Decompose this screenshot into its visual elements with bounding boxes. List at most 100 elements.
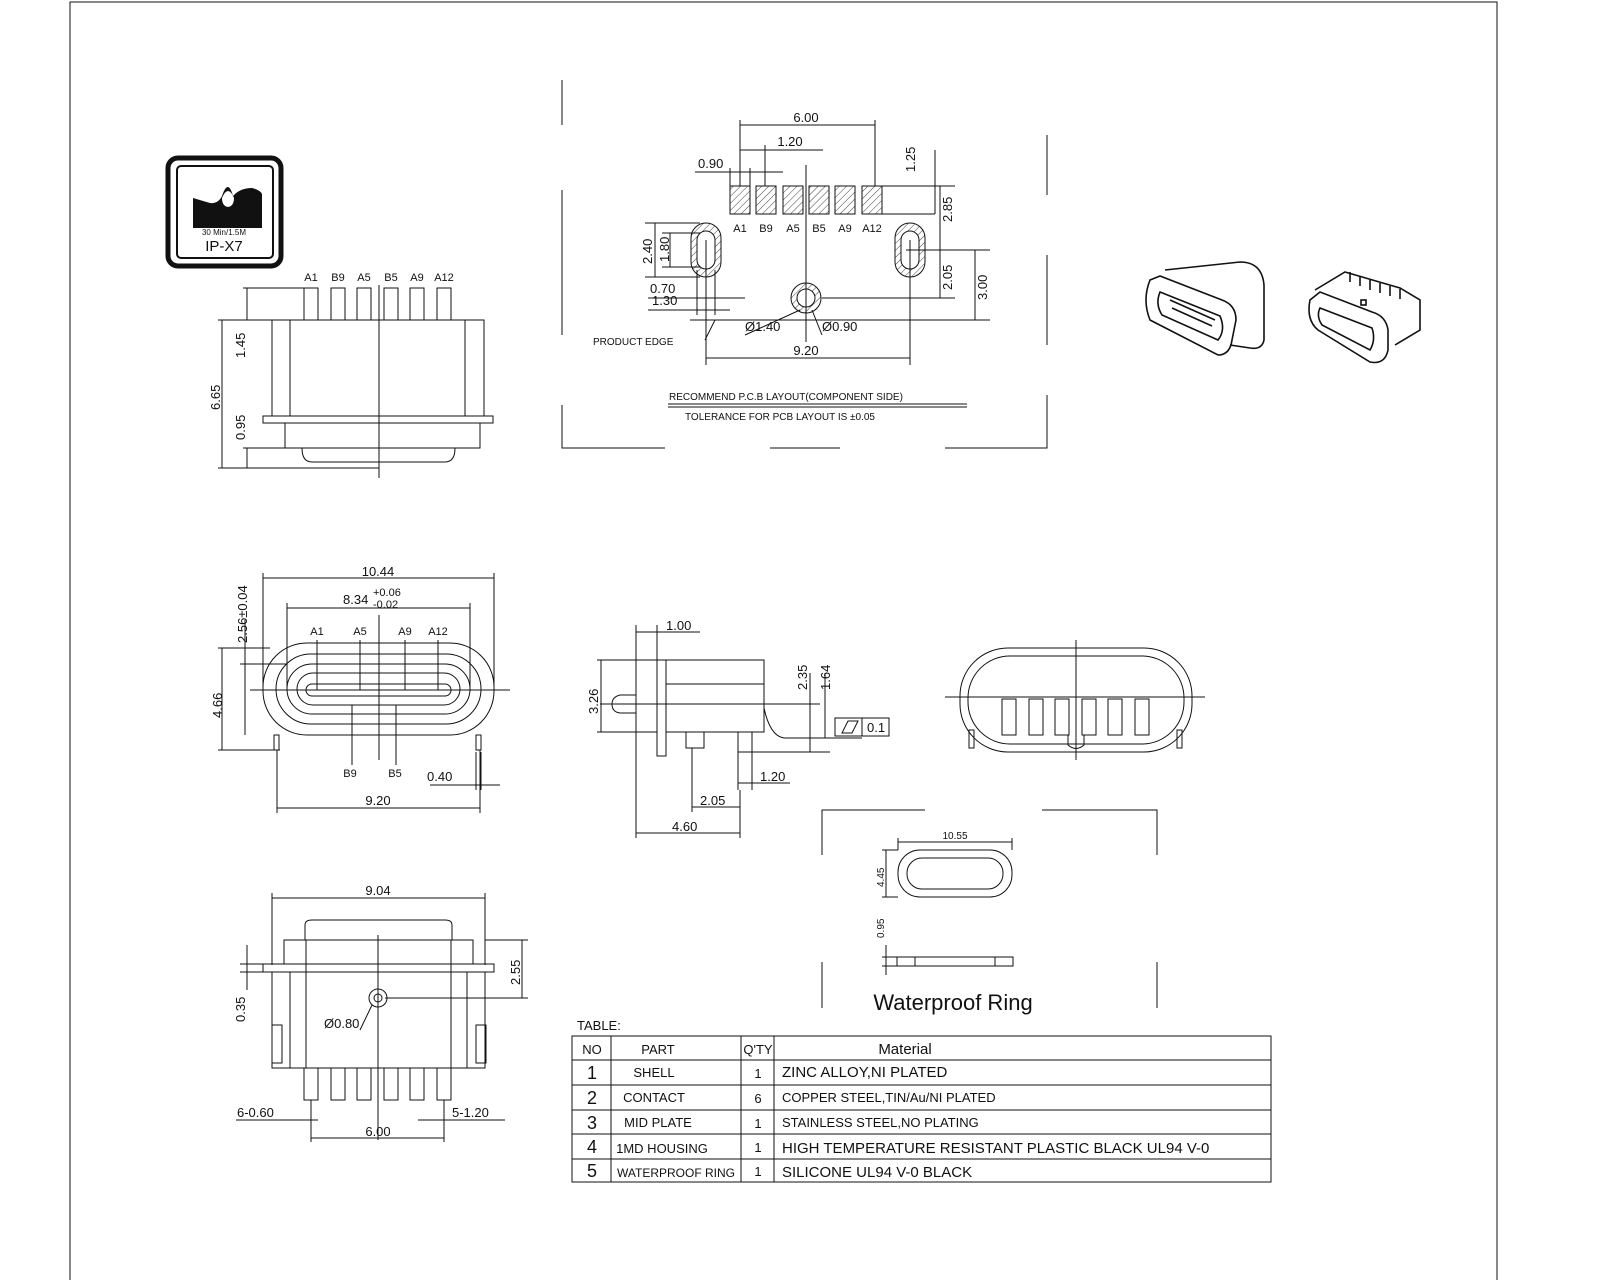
table-row: 5 WATERPROOF RING 1 SILICONE UL94 V-0 BL…: [587, 1161, 972, 1181]
svg-text:4.45: 4.45: [876, 867, 887, 887]
svg-text:SHELL: SHELL: [633, 1065, 674, 1080]
svg-text:2.35: 2.35: [795, 665, 810, 690]
svg-text:WATERPROOF RING: WATERPROOF RING: [617, 1166, 735, 1180]
svg-text:A9: A9: [410, 272, 423, 284]
table-row: 1 SHELL 1 ZINC ALLOY,NI PLATED: [587, 1063, 948, 1083]
logo-rating: IP-X7: [205, 238, 243, 255]
table-row: 3 MID PLATE 1 STAINLESS STEEL,NO PLATING: [587, 1113, 979, 1133]
svg-text:4: 4: [587, 1137, 597, 1157]
svg-text:B5: B5: [384, 272, 397, 284]
pin-labels: A1 B9 A5 B5 A9 A12: [304, 272, 454, 284]
svg-text:-0.02: -0.02: [373, 599, 398, 611]
svg-text:A1: A1: [310, 626, 323, 638]
svg-text:2: 2: [587, 1088, 597, 1108]
svg-text:6-0.60: 6-0.60: [237, 1105, 274, 1120]
svg-text:A1: A1: [733, 223, 746, 235]
svg-text:0.1: 0.1: [867, 720, 885, 735]
profile-view: 1.00 3.26 2.35 1.64 0.1 1.20 2.05 4.60: [586, 618, 890, 838]
bottom-view: 9.04 2.55 0.35 Ø0.80 6-0.60 5-1.20 6.00: [233, 883, 528, 1142]
svg-text:SILICONE UL94 V-0 BLACK: SILICONE UL94 V-0 BLACK: [782, 1164, 972, 1181]
svg-text:PART: PART: [641, 1042, 675, 1057]
svg-text:B9: B9: [759, 223, 772, 235]
svg-text:Q'TY: Q'TY: [743, 1042, 773, 1057]
svg-text:MID PLATE: MID PLATE: [624, 1115, 692, 1130]
svg-text:6.65: 6.65: [208, 385, 223, 410]
table-header: NO PART Q'TY Material: [582, 1041, 931, 1058]
render-3d-rear: [1308, 271, 1421, 364]
svg-text:0.70: 0.70: [650, 281, 675, 296]
top-view: A1 B9 A5 B5 A9 A12 1.45 6.65 0.95: [208, 272, 494, 478]
svg-text:2.05: 2.05: [700, 793, 725, 808]
svg-text:A5: A5: [357, 272, 370, 284]
svg-text:1.30: 1.30: [652, 293, 677, 308]
svg-text:1: 1: [587, 1063, 597, 1083]
waterproof-ring-view: 10.55 4.45 0.95 Waterproof Ring: [821, 809, 1158, 1015]
svg-text:4.60: 4.60: [672, 819, 697, 834]
svg-text:A12: A12: [862, 223, 882, 235]
svg-text:10.44: 10.44: [362, 564, 395, 579]
svg-text:A5: A5: [353, 626, 366, 638]
svg-text:Material: Material: [878, 1041, 931, 1058]
svg-text:COPPER STEEL,TIN/Au/NI PLATED: COPPER STEEL,TIN/Au/NI PLATED: [782, 1090, 996, 1105]
pads: [729, 185, 883, 215]
svg-text:1.00: 1.00: [666, 618, 691, 633]
svg-text:0.95: 0.95: [233, 415, 248, 440]
svg-text:0.95: 0.95: [876, 918, 887, 938]
svg-text:1.25: 1.25: [903, 147, 918, 172]
svg-text:1: 1: [754, 1164, 761, 1179]
svg-text:1.80: 1.80: [657, 237, 672, 262]
svg-text:0.90: 0.90: [698, 156, 723, 171]
svg-text:TOLERANCE FOR PCB LAYOUT IS ±0: TOLERANCE FOR PCB LAYOUT IS ±0.05: [685, 412, 875, 423]
svg-text:B5: B5: [812, 223, 825, 235]
svg-text:A12: A12: [428, 626, 448, 638]
sheet-border: [69, 1, 1498, 1280]
logo-caption: 30 Min/1.5M: [202, 228, 246, 237]
svg-text:1MD HOUSING: 1MD HOUSING: [616, 1141, 708, 1156]
svg-text:B5: B5: [388, 768, 401, 780]
svg-text:1: 1: [754, 1116, 761, 1131]
table-row: 2 CONTACT 6 COPPER STEEL,TIN/Au/NI PLATE…: [587, 1088, 996, 1108]
svg-text:RECOMMEND P.C.B LAYOUT(COMPONE: RECOMMEND P.C.B LAYOUT(COMPONENT SIDE): [669, 392, 903, 403]
svg-text:10.55: 10.55: [942, 831, 967, 842]
svg-text:B9: B9: [343, 768, 356, 780]
ipx7-logo: 30 Min/1.5M IP-X7: [165, 155, 284, 269]
svg-text:2.40: 2.40: [640, 239, 655, 264]
svg-text:ZINC ALLOY,NI PLATED: ZINC ALLOY,NI PLATED: [782, 1064, 948, 1081]
svg-text:9.20: 9.20: [365, 793, 390, 808]
svg-text:0.35: 0.35: [233, 997, 248, 1022]
render-3d-front: [1145, 261, 1265, 356]
front-view: 10.44 8.34 +0.06 -0.02 2.56±0.04 4.66 A1…: [210, 564, 510, 813]
svg-text:HIGH TEMPERATURE RESISTANT PLA: HIGH TEMPERATURE RESISTANT PLASTIC BLACK…: [782, 1140, 1209, 1157]
svg-text:1.20: 1.20: [777, 134, 802, 149]
svg-text:1.20: 1.20: [760, 769, 785, 784]
svg-text:2.85: 2.85: [940, 197, 955, 222]
svg-text:B9: B9: [331, 272, 344, 284]
svg-text:2.55: 2.55: [508, 960, 523, 985]
pcb-layout: A1 B9 A5 B5 A9 A12 6.00: [561, 80, 1048, 449]
svg-text:2.56±0.04: 2.56±0.04: [235, 585, 250, 643]
svg-text:STAINLESS STEEL,NO PLATING: STAINLESS STEEL,NO PLATING: [782, 1115, 979, 1130]
svg-text:9.04: 9.04: [365, 883, 390, 898]
rear-view: [945, 640, 1205, 760]
svg-text:8.34: 8.34: [343, 592, 368, 607]
svg-text:A5: A5: [786, 223, 799, 235]
svg-text:CONTACT: CONTACT: [623, 1090, 685, 1105]
water-drop-icon: [193, 187, 262, 228]
svg-text:A12: A12: [434, 272, 454, 284]
svg-text:Ø0.80: Ø0.80: [324, 1016, 359, 1031]
svg-text:3: 3: [587, 1113, 597, 1133]
svg-text:A9: A9: [838, 223, 851, 235]
svg-text:PRODUCT EDGE: PRODUCT EDGE: [593, 337, 674, 348]
svg-text:9.20: 9.20: [793, 343, 818, 358]
svg-text:1.64: 1.64: [818, 665, 833, 690]
svg-text:3.00: 3.00: [975, 275, 990, 300]
svg-text:NO: NO: [582, 1042, 602, 1057]
svg-text:1: 1: [754, 1066, 761, 1081]
svg-text:+0.06: +0.06: [373, 587, 401, 599]
bom-table: TABLE: NO PART Q'TY Material 1 SHELL 1 Z…: [571, 1018, 1272, 1183]
svg-text:6: 6: [754, 1091, 761, 1106]
table-row: 4 1MD HOUSING 1 HIGH TEMPERATURE RESISTA…: [587, 1137, 1209, 1157]
svg-text:1.45: 1.45: [233, 333, 248, 358]
ring-label: Waterproof Ring: [873, 990, 1032, 1015]
svg-text:A1: A1: [304, 272, 317, 284]
